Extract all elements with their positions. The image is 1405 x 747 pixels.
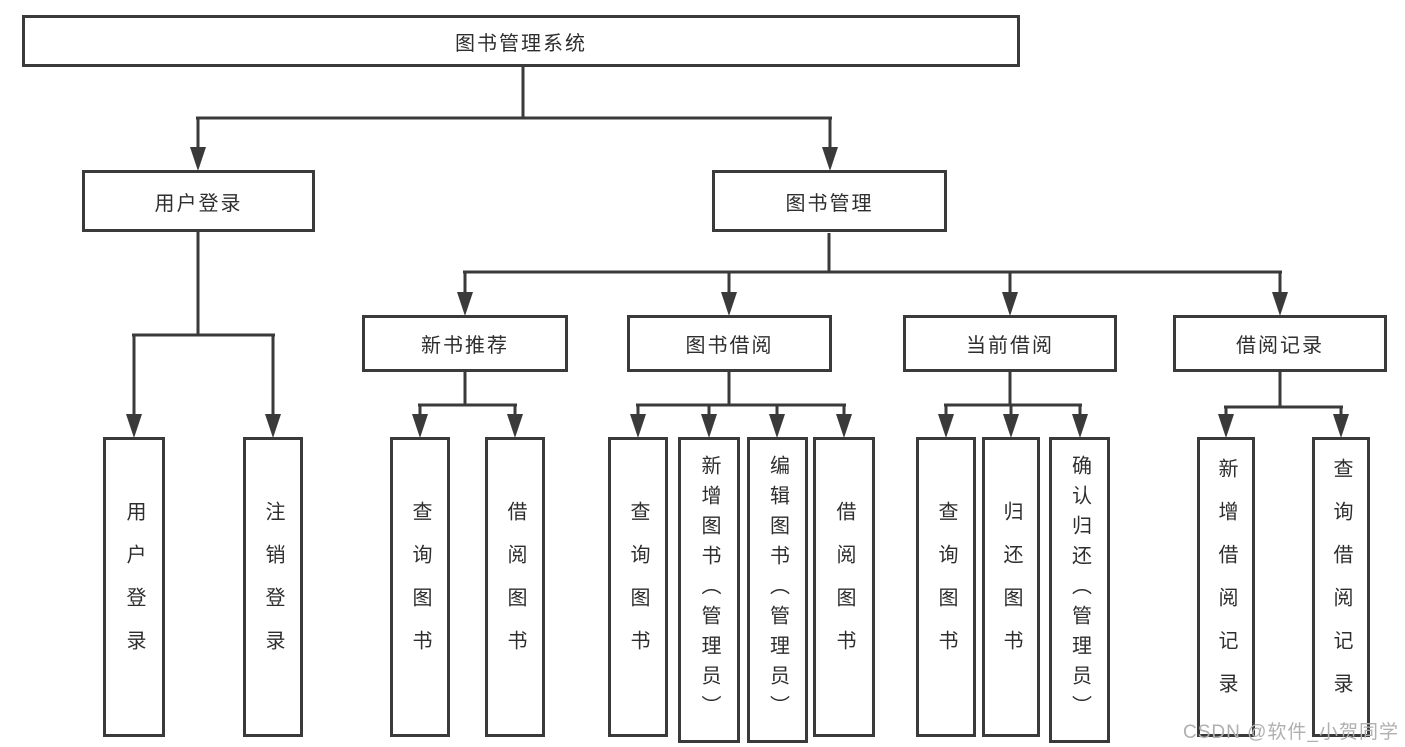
leaf-re-query-record: 查询借阅记录 bbox=[1312, 437, 1370, 737]
leaf-br-borrow-books: 借阅图书 bbox=[813, 437, 875, 737]
connector-user-login-split bbox=[132, 232, 275, 418]
leaf-logout: 注销登录 bbox=[243, 437, 303, 737]
leaf-cu-confirm-return-admin: 确认归还（管理员） bbox=[1049, 437, 1110, 743]
leaf-re-add-record-label: 新增借阅记录 bbox=[1215, 458, 1237, 716]
node-new-book-recommend: 新书推荐 bbox=[362, 315, 568, 372]
connector-book-mgmt-split bbox=[463, 233, 1282, 296]
arrowhead-nb-query bbox=[412, 414, 428, 438]
arrowhead-br-borrow bbox=[836, 414, 852, 438]
leaf-re-add-record: 新增借阅记录 bbox=[1197, 437, 1255, 737]
leaf-logout-label: 注销登录 bbox=[262, 501, 284, 673]
leaf-br-add-books-admin-label: 新增图书（管理员） bbox=[698, 455, 720, 725]
connector-new-books-split bbox=[418, 372, 517, 418]
arrowhead-new-books bbox=[457, 292, 473, 316]
node-user-login: 用户登录 bbox=[82, 170, 315, 232]
leaf-cu-query-books: 查询图书 bbox=[916, 437, 976, 737]
arrowhead-cu-query bbox=[938, 414, 954, 438]
arrowhead-nb-borrow bbox=[507, 414, 523, 438]
leaf-nb-query-books: 查询图书 bbox=[390, 437, 450, 737]
leaf-cu-return-books-label: 归还图书 bbox=[1000, 501, 1022, 673]
node-book-management: 图书管理 bbox=[712, 170, 947, 232]
leaf-br-add-books-admin: 新增图书（管理员） bbox=[678, 437, 740, 743]
arrowhead-borrow bbox=[721, 292, 737, 316]
leaf-br-query-books-label: 查询图书 bbox=[627, 501, 649, 673]
leaf-br-edit-books-admin: 编辑图书（管理员） bbox=[747, 437, 808, 743]
leaf-cu-return-books: 归还图书 bbox=[982, 437, 1040, 737]
arrowhead-leaf-logout bbox=[265, 414, 281, 438]
connector-current-split bbox=[944, 372, 1082, 418]
node-book-borrowing: 图书借阅 bbox=[627, 315, 832, 372]
arrowhead-re-query bbox=[1333, 414, 1349, 438]
leaf-user-login: 用户登录 bbox=[103, 437, 165, 737]
connector-root-split bbox=[196, 67, 832, 152]
leaf-br-query-books: 查询图书 bbox=[608, 437, 668, 737]
arrowhead-records bbox=[1272, 292, 1288, 316]
arrowhead-current bbox=[1002, 292, 1018, 316]
arrowhead-br-edit bbox=[769, 414, 785, 438]
arrowhead-user-login bbox=[190, 147, 206, 171]
arrowhead-re-add bbox=[1218, 414, 1234, 438]
leaf-br-edit-books-admin-label: 编辑图书（管理员） bbox=[766, 455, 789, 725]
arrowhead-br-query bbox=[630, 414, 646, 438]
node-current-borrowing: 当前借阅 bbox=[903, 315, 1117, 372]
connector-borrow-split bbox=[636, 372, 846, 418]
node-book-management-system: 图书管理系统 bbox=[22, 15, 1020, 67]
leaf-cu-query-books-label: 查询图书 bbox=[935, 501, 957, 673]
leaf-cu-confirm-return-admin-label: 确认归还（管理员） bbox=[1068, 455, 1091, 725]
leaf-user-login-label: 用户登录 bbox=[123, 501, 145, 673]
node-borrowing-records: 借阅记录 bbox=[1173, 315, 1387, 372]
leaf-br-borrow-books-label: 借阅图书 bbox=[833, 501, 855, 673]
watermark: CSDN @软件_小贺同学 bbox=[1183, 722, 1399, 743]
leaf-re-query-record-label: 查询借阅记录 bbox=[1330, 458, 1352, 716]
leaf-nb-query-books-label: 查询图书 bbox=[409, 501, 431, 673]
leaf-nb-borrow-books: 借阅图书 bbox=[485, 437, 545, 737]
arrowhead-leaf-user-login bbox=[126, 414, 142, 438]
arrowhead-cu-return bbox=[1003, 414, 1019, 438]
arrowhead-br-add bbox=[701, 414, 717, 438]
leaf-nb-borrow-books-label: 借阅图书 bbox=[504, 501, 526, 673]
connector-records-split bbox=[1224, 372, 1343, 418]
arrowhead-cu-confirm bbox=[1072, 414, 1088, 438]
arrowhead-book-mgmt bbox=[822, 147, 838, 171]
